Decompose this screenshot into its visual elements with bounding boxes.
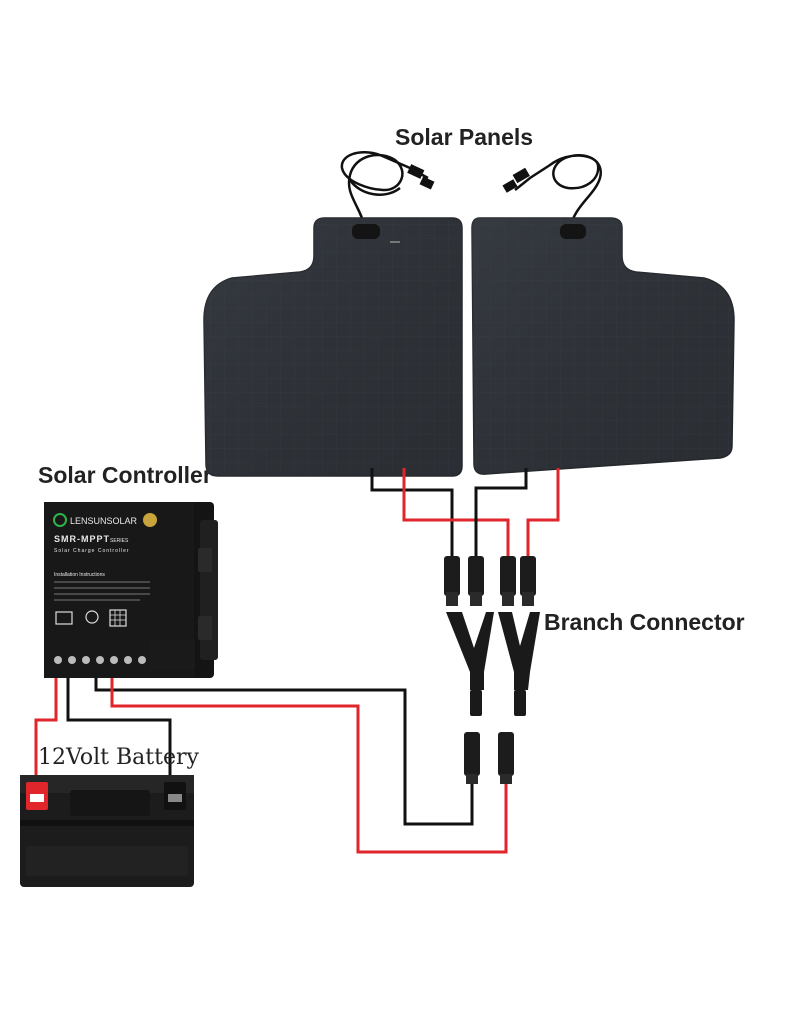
junction-box-icon xyxy=(560,224,586,239)
battery-icon xyxy=(55,611,73,625)
solar-panels-label: Solar Panels xyxy=(395,124,534,150)
branch-connector-label: Branch Connector xyxy=(544,609,745,635)
mppt-badge-icon xyxy=(143,513,157,527)
controller-brand: LENSUNSOLAR xyxy=(70,516,138,526)
controller-subtitle: Solar Charge Controller xyxy=(54,548,130,554)
panel-icon xyxy=(109,609,127,627)
solar-panel-left xyxy=(203,217,463,477)
panel-left-top-cable xyxy=(340,151,435,229)
solar-panel-right xyxy=(471,217,735,475)
solar-controller-label: Solar Controller xyxy=(38,462,212,488)
panel-wires xyxy=(370,468,560,560)
solar-controller: LENSUNSOLAR SMR-MPPT SERIES Solar Charge… xyxy=(44,502,218,678)
controller-model: SMR-MPPT xyxy=(54,534,110,544)
controller-series: SERIES xyxy=(110,538,129,544)
controller-instructions-title: Installation Instructions xyxy=(54,572,105,578)
brand-logo-icon xyxy=(53,513,67,527)
battery-label: 12Volt Battery xyxy=(38,745,199,770)
battery-12v xyxy=(20,775,194,887)
controller-wires xyxy=(34,678,508,854)
bulb-icon xyxy=(85,610,99,624)
mc4-connectors-bottom xyxy=(464,732,514,784)
panel-right-top-cable xyxy=(502,153,602,229)
mc4-connectors xyxy=(444,556,536,606)
junction-box-icon xyxy=(352,224,380,239)
branch-connector-icon xyxy=(446,612,540,716)
